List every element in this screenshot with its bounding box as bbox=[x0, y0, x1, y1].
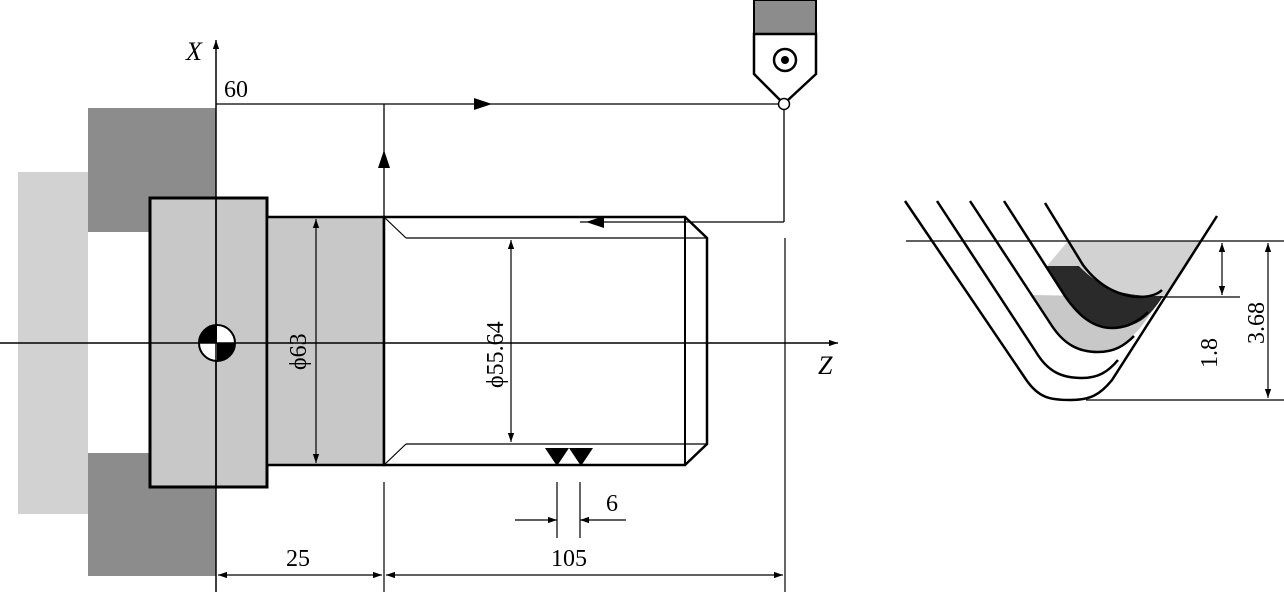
tool-shank bbox=[753, 0, 817, 35]
chamfer-left-top bbox=[383, 216, 407, 239]
thread-tooth bbox=[545, 448, 569, 466]
root-diameter-label: ϕ55.64 bbox=[483, 321, 509, 388]
tool-profile-curve bbox=[968, 200, 1135, 354]
first-cut-depth-label: 1.8 bbox=[1197, 338, 1223, 368]
axes: X Z bbox=[0, 37, 838, 592]
thread-length-label: 105 bbox=[551, 546, 587, 572]
x-axis-label: X bbox=[185, 37, 203, 66]
tool-profile-curve bbox=[1043, 202, 1163, 299]
z-axis-label: Z bbox=[818, 351, 833, 380]
thread-tooth bbox=[569, 448, 593, 466]
thread-profile-detail: 1.8 3.68 bbox=[903, 200, 1284, 402]
shoulder-length-label: 25 bbox=[286, 546, 310, 572]
start-x-label: 60 bbox=[224, 77, 248, 103]
cutting-tool bbox=[752, 0, 818, 111]
tool-screw-center bbox=[781, 56, 789, 64]
outer-diameter-label: ϕ63 bbox=[286, 333, 312, 370]
path-arrow-up bbox=[378, 150, 390, 168]
cut-region-first-pass bbox=[1047, 266, 1163, 328]
tool-profile-curve bbox=[935, 200, 1119, 380]
total-depth-label: 3.68 bbox=[1244, 302, 1270, 344]
length-dimensions: 25 105 bbox=[218, 238, 786, 592]
thread-section bbox=[382, 215, 709, 467]
pitch-dimension: 6 bbox=[515, 482, 626, 538]
tool-path: 60 bbox=[216, 77, 785, 228]
tool-profile-curve bbox=[1002, 200, 1149, 330]
path-arrow-right bbox=[474, 98, 492, 110]
chamfer-left-bottom bbox=[383, 443, 407, 466]
cut-region-top bbox=[1047, 241, 1202, 296]
tool-tip-point bbox=[777, 97, 791, 111]
workpiece bbox=[198, 215, 709, 467]
pitch-label: 6 bbox=[606, 491, 618, 517]
diameter-dimensions: ϕ63 ϕ55.64 bbox=[286, 219, 515, 463]
path-arrow-left bbox=[586, 216, 604, 228]
shoulder-section bbox=[265, 215, 386, 467]
tool-profile-curve bbox=[903, 200, 1219, 402]
